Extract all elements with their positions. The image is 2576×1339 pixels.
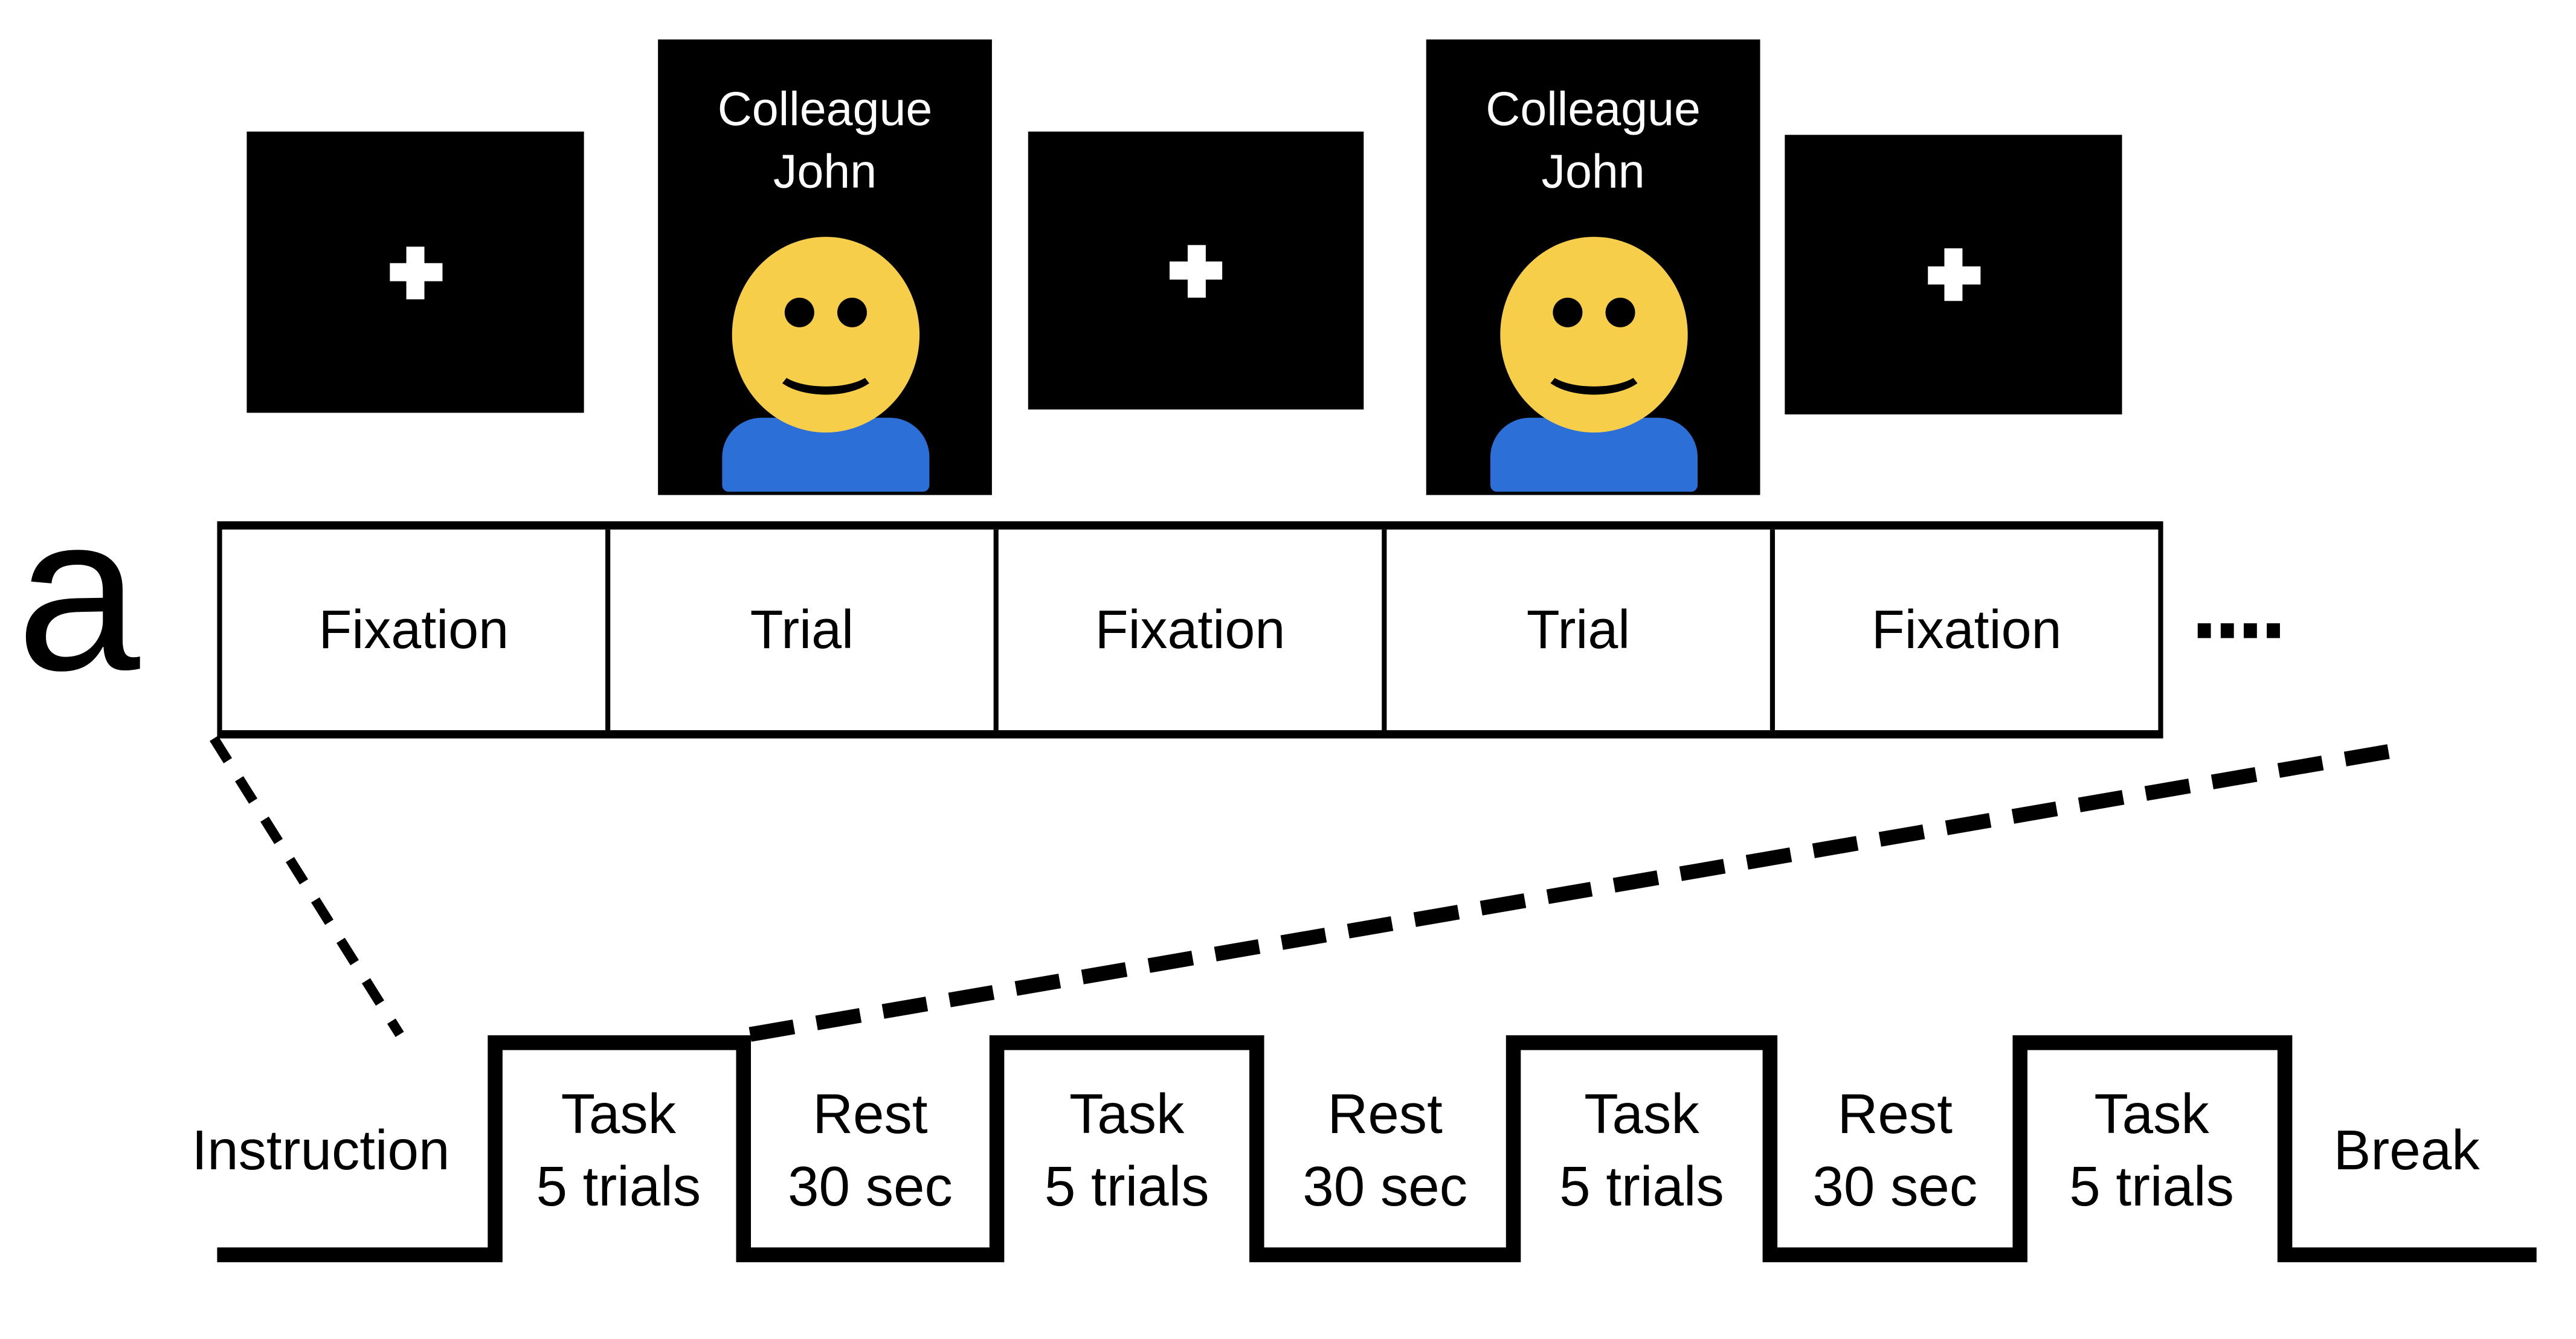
trial-timeline-cell: Trial <box>610 529 999 730</box>
smiley-face-icon <box>731 237 919 433</box>
block-label-break: Break <box>2333 1120 2480 1183</box>
block-label-task-2: Task 5 trials <box>1044 1084 1209 1219</box>
eye-right-icon <box>1605 297 1635 327</box>
stimulus-screen-face-2: Colleague John <box>1426 39 1760 495</box>
fixation-cross-icon <box>1927 248 1980 301</box>
stimulus-caption: Colleague John <box>1426 79 1760 204</box>
block-label-rest-2: Rest 30 sec <box>1302 1084 1468 1219</box>
block-label-task-3: Task 5 trials <box>1559 1084 1724 1219</box>
trial-timeline-cell: Fixation <box>999 529 1387 730</box>
dashed-connector-right <box>749 744 2390 1042</box>
continuation-dots-icon <box>2197 623 2280 638</box>
panel-label-a: a <box>16 469 140 718</box>
stimulus-caption-line2: John <box>1541 146 1645 199</box>
block-label-task-1: Task 5 trials <box>536 1084 701 1219</box>
trial-timeline-cell: Fixation <box>222 529 611 730</box>
dashed-connector-left <box>210 736 404 1038</box>
smiley-face-icon <box>1499 237 1687 433</box>
eye-right-icon <box>836 297 866 327</box>
stimulus-screen-fixation-3 <box>1785 135 2122 415</box>
fixation-cross-icon <box>388 246 442 299</box>
trial-timeline: Fixation Trial Fixation Trial Fixation <box>217 521 2163 739</box>
block-design-waveform <box>217 1035 2537 1262</box>
stimulus-caption-line2: John <box>773 146 877 199</box>
block-label-rest-3: Rest 30 sec <box>1812 1084 1978 1219</box>
stimulus-screen-face-1: Colleague John <box>658 39 992 495</box>
stimulus-caption-line1: Colleague <box>1486 83 1701 137</box>
block-label-task-4: Task 5 trials <box>2069 1084 2234 1219</box>
stimulus-screen-fixation-2 <box>1028 131 1364 410</box>
trial-timeline-cell: Trial <box>1386 529 1776 730</box>
block-label-rest-1: Rest 30 sec <box>788 1084 953 1219</box>
stimulus-caption: Colleague John <box>658 79 992 204</box>
eye-left-icon <box>1552 297 1582 327</box>
eye-left-icon <box>784 297 814 327</box>
stimulus-caption-line1: Colleague <box>717 83 933 137</box>
fixation-cross-icon <box>1169 244 1223 297</box>
trial-timeline-cell: Fixation <box>1871 599 2062 660</box>
block-label-instruction: Instruction <box>192 1120 450 1183</box>
stimulus-screen-fixation-1 <box>246 131 584 413</box>
